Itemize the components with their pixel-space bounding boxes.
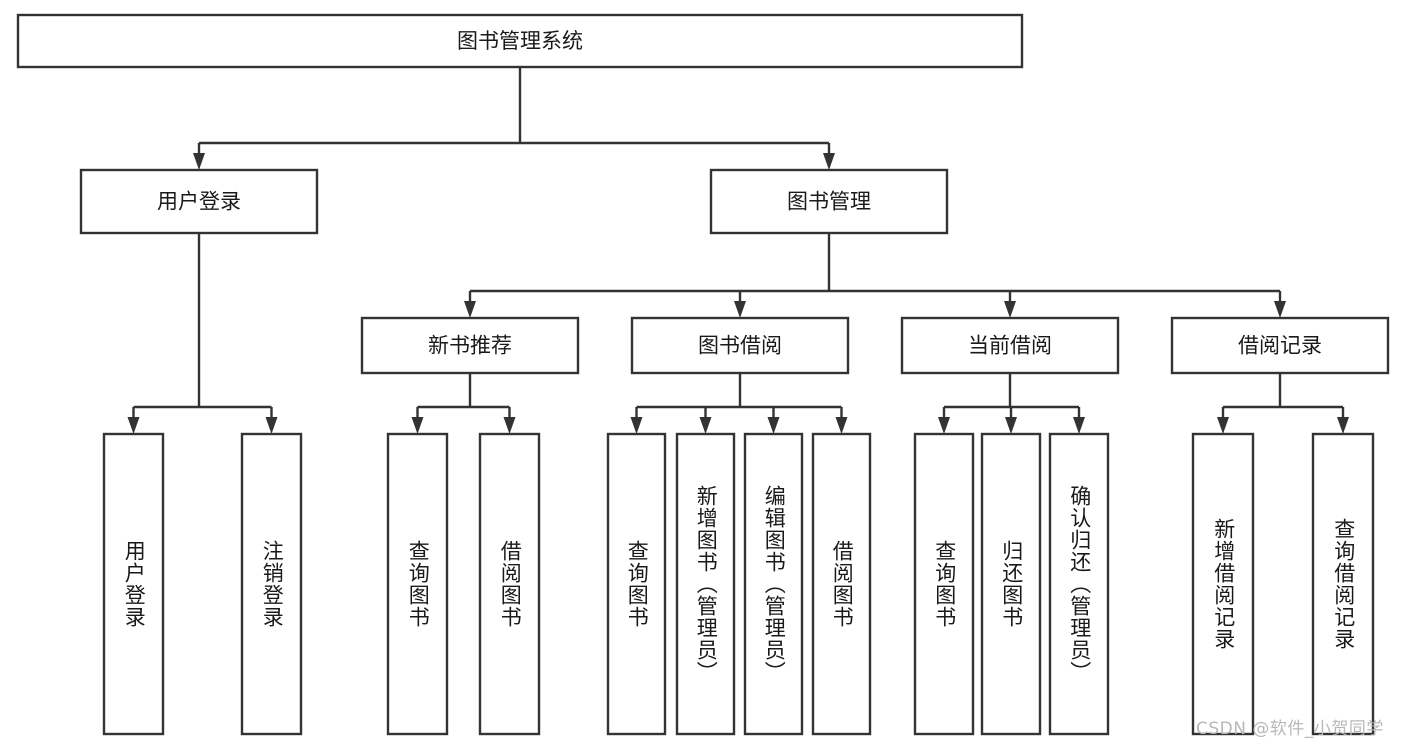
node-label-book-borrow: 图书借阅 bbox=[698, 334, 782, 358]
node-box-leaf-return-book[interactable] bbox=[980, 432, 1042, 736]
node-label-book-manage: 图书管理 bbox=[787, 190, 871, 214]
node-box-leaf-add-record[interactable] bbox=[1191, 432, 1255, 736]
node-label-current-borrow: 当前借阅 bbox=[968, 334, 1052, 358]
node-box-leaf-confirm-return[interactable] bbox=[1048, 432, 1110, 736]
arrow-head-icon bbox=[938, 417, 950, 434]
node-box-leaf-borrow-book-rec[interactable] bbox=[478, 432, 541, 736]
node-box-new-book-rec[interactable] bbox=[360, 316, 580, 375]
arrow-head-icon bbox=[699, 417, 712, 434]
node-box-book-borrow[interactable] bbox=[630, 316, 850, 375]
node-box-leaf-query-book[interactable] bbox=[606, 432, 667, 736]
arrow-head-icon bbox=[464, 301, 476, 318]
node-box-leaf-add-book[interactable] bbox=[675, 432, 736, 736]
node-box-leaf-user-login[interactable] bbox=[102, 432, 165, 736]
arrow-head-icon bbox=[835, 417, 848, 434]
connector-lines bbox=[127, 67, 1349, 434]
node-boxes bbox=[16, 13, 1390, 736]
arrow-head-icon bbox=[503, 417, 516, 434]
arrow-head-icon bbox=[127, 417, 140, 434]
arrow-head-icon bbox=[1005, 417, 1017, 434]
node-label-user-login: 用户登录 bbox=[157, 190, 241, 214]
arrow-head-icon bbox=[193, 153, 205, 170]
node-box-leaf-query-book-rec[interactable] bbox=[386, 432, 449, 736]
node-label-borrow-record: 借阅记录 bbox=[1238, 334, 1322, 358]
arrow-head-icon bbox=[411, 417, 424, 434]
watermark-text: CSDN @软件_小贺同学 bbox=[1196, 719, 1384, 739]
node-label-new-book-rec: 新书推荐 bbox=[428, 334, 512, 358]
arrow-head-icon bbox=[265, 417, 278, 434]
arrow-head-icon bbox=[767, 417, 780, 434]
arrow-head-icon bbox=[1337, 417, 1349, 434]
node-box-book-manage[interactable] bbox=[709, 168, 949, 235]
arrow-head-icon bbox=[630, 417, 643, 434]
arrow-head-icon bbox=[823, 153, 835, 170]
node-box-user-login[interactable] bbox=[79, 168, 319, 235]
node-box-leaf-query-book-cur[interactable] bbox=[913, 432, 975, 736]
arrow-head-icon bbox=[1004, 301, 1016, 318]
arrow-head-icon bbox=[734, 301, 746, 318]
node-label-root: 图书管理系统 bbox=[457, 29, 583, 53]
node-box-leaf-borrow-book[interactable] bbox=[811, 432, 872, 736]
node-box-borrow-record[interactable] bbox=[1170, 316, 1390, 375]
node-box-root[interactable] bbox=[16, 13, 1024, 69]
arrow-head-icon bbox=[1217, 417, 1229, 434]
node-box-leaf-query-record[interactable] bbox=[1311, 432, 1375, 736]
node-box-leaf-edit-book[interactable] bbox=[743, 432, 804, 736]
arrow-head-icon bbox=[1274, 301, 1286, 318]
node-box-current-borrow[interactable] bbox=[900, 316, 1120, 375]
node-box-leaf-logout[interactable] bbox=[240, 432, 303, 736]
arrow-head-icon bbox=[1073, 417, 1085, 434]
